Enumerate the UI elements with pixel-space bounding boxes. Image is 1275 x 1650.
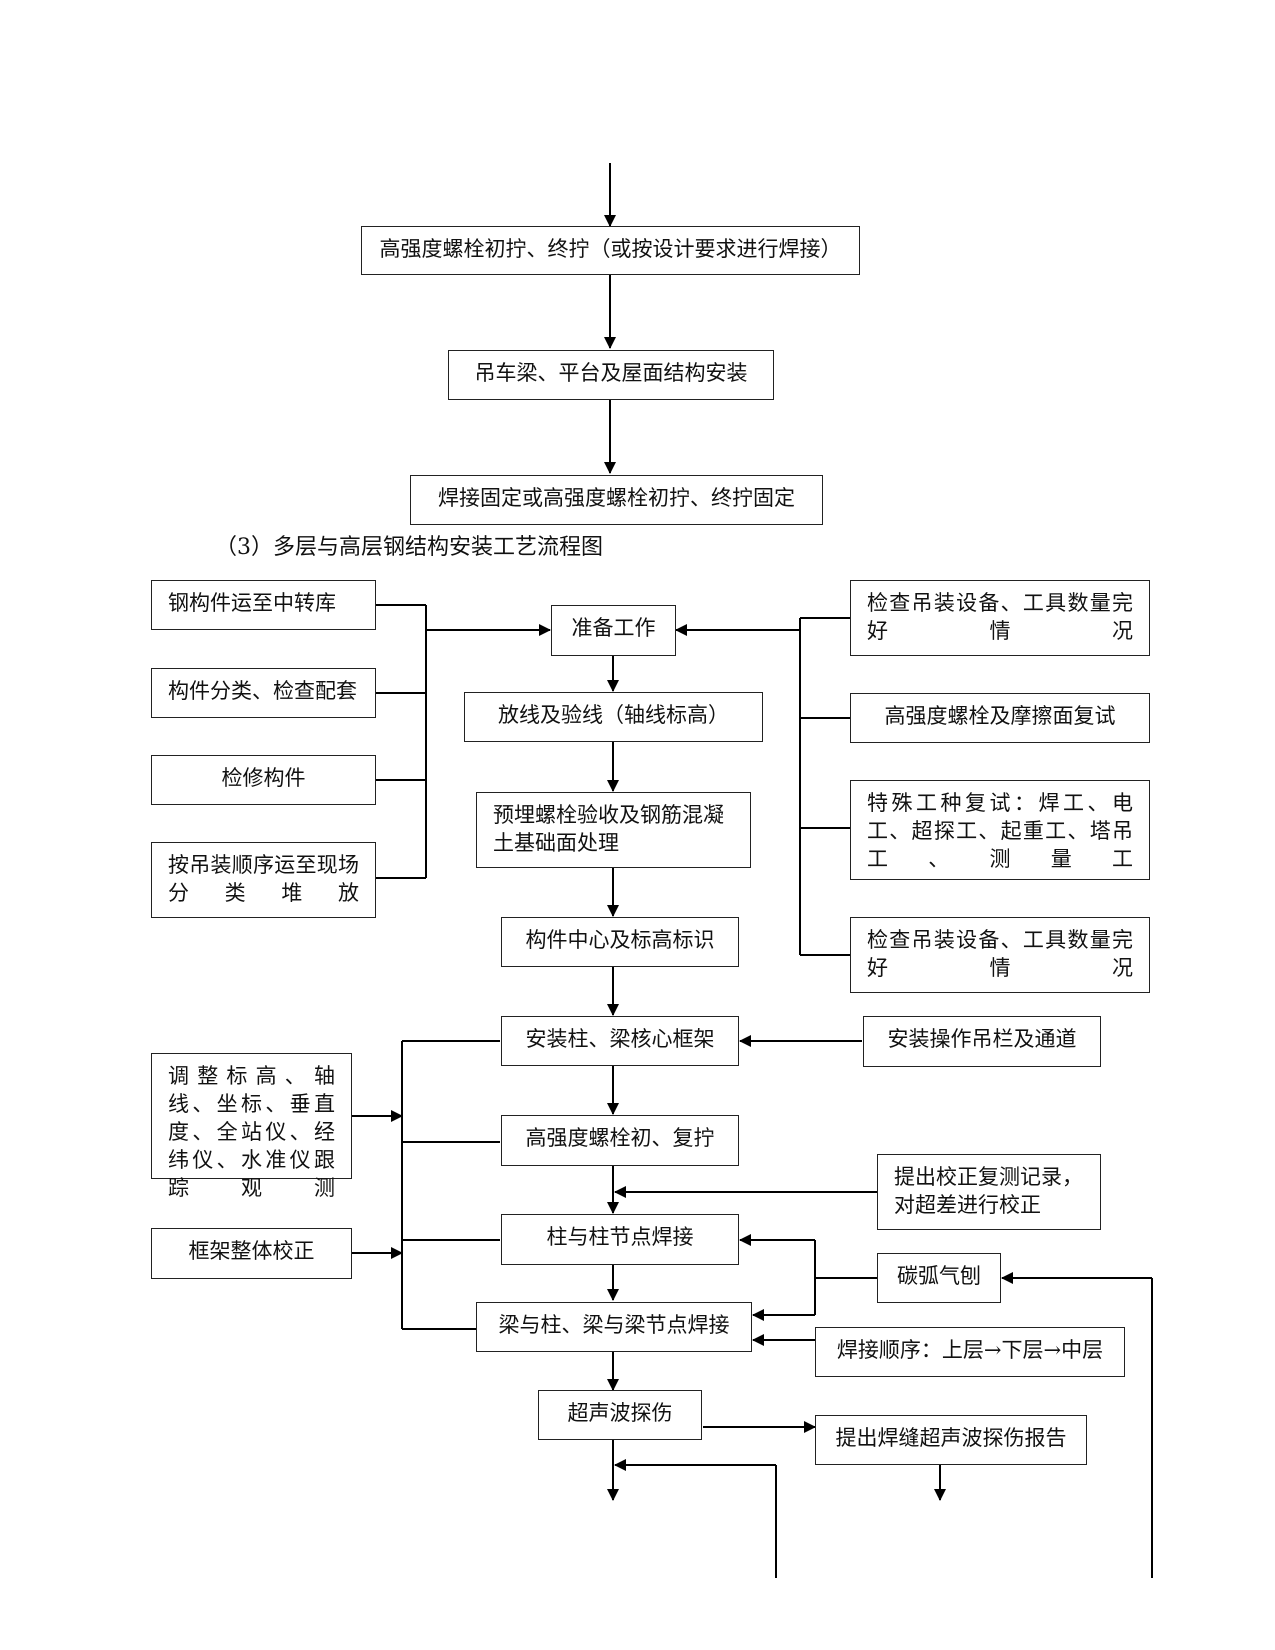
box-correction-record: 提出校正复测记录， 对超差进行校正 xyxy=(877,1154,1101,1230)
box-repair-members: 检修构件 xyxy=(151,755,376,805)
step-weld-or-bolt-fix: 焊接固定或高强度螺栓初拧、终拧固定 xyxy=(410,475,823,525)
section-caption: （3）多层与高层钢结构安装工艺流程图 xyxy=(215,535,603,560)
box-ultrasonic-test: 超声波探伤 xyxy=(538,1390,702,1440)
box-welding-sequence: 焊接顺序：上层→下层→中层 xyxy=(815,1327,1125,1377)
box-preparation: 准备工作 xyxy=(551,605,676,656)
box-check-lifting-equipment: 检查吊装设备、工具数量完好情况 xyxy=(850,580,1150,656)
box-center-elevation-mark: 构件中心及标高标识 xyxy=(501,917,739,967)
box-adjust-survey: 调整标高、轴线、坐标、垂直度、全站仪、经纬仪、水准仪跟踪观测 xyxy=(151,1053,352,1200)
box-anchor-foundation: 预埋螺栓验收及钢筋混凝土基础面处理 xyxy=(476,792,751,868)
box-layout-check: 放线及验线（轴线标高） xyxy=(464,692,763,742)
box-bolt-initial-retighten: 高强度螺栓初、复拧 xyxy=(501,1115,739,1166)
box-steel-to-depot: 钢构件运至中转库 xyxy=(151,580,376,630)
box-ut-report: 提出焊缝超声波探伤报告 xyxy=(815,1415,1087,1465)
box-transport-stack: 按吊装顺序运至现场分类堆放 xyxy=(151,842,376,918)
box-frame-correction: 框架整体校正 xyxy=(151,1228,352,1279)
box-core-frame-install: 安装柱、梁核心框架 xyxy=(501,1016,739,1066)
step-crane-beam-install: 吊车梁、平台及屋面结构安装 xyxy=(448,350,774,400)
box-railing-passage: 安装操作吊栏及通道 xyxy=(863,1016,1101,1067)
box-check-lifting-equipment-2: 检查吊装设备、工具数量完好情况 xyxy=(850,917,1150,993)
box-bolt-friction-retest: 高强度螺栓及摩擦面复试 xyxy=(850,693,1150,743)
box-special-trades-retest: 特殊工种复试：焊工、电工、超探工、起重工、塔吊工、测量工 xyxy=(850,780,1150,880)
box-column-joint-weld: 柱与柱节点焊接 xyxy=(501,1214,739,1265)
step-bolt-tighten-or-weld: 高强度螺栓初拧、终拧（或按设计要求进行焊接） xyxy=(361,226,860,275)
box-classify-check: 构件分类、检查配套 xyxy=(151,668,376,718)
box-beam-joint-weld: 梁与柱、梁与梁节点焊接 xyxy=(476,1302,752,1352)
box-carbon-arc-gouging: 碳弧气刨 xyxy=(877,1253,1001,1303)
